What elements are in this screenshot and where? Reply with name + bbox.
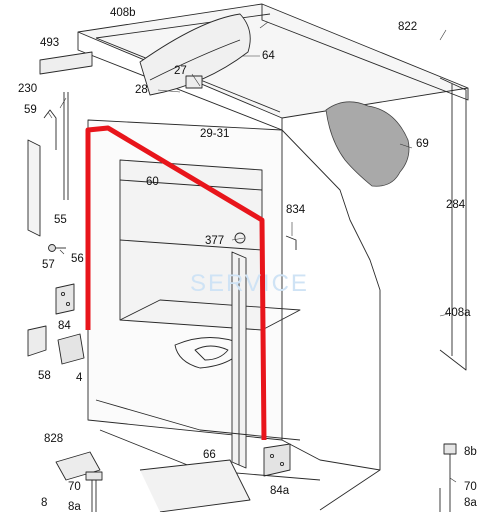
part-label-284: 284 (446, 199, 466, 211)
part-label-84a: 84a (270, 485, 290, 497)
part-label-493: 493 (40, 37, 60, 49)
part-label-64: 64 (262, 50, 275, 62)
feet (85, 443, 457, 512)
part-label-29-31: 29-31 (200, 128, 230, 140)
part-label-70-right: 70 (464, 481, 477, 493)
screw-part (48, 244, 66, 252)
grommet (234, 232, 246, 244)
part-label-69: 69 (416, 138, 429, 150)
part-label-58: 58 (38, 370, 51, 382)
hinge-right (263, 443, 291, 477)
part-label-57: 57 (42, 259, 55, 271)
part-label-27: 27 (174, 65, 187, 77)
part-label-60: 60 (146, 176, 159, 188)
part-label-4: 4 (76, 372, 83, 384)
part-label-828: 828 (44, 433, 64, 445)
door-gasket-highlight (85, 125, 267, 441)
left-rails (27, 51, 93, 237)
part-label-377: 377 (205, 235, 225, 247)
part-label-28: 28 (135, 84, 148, 96)
part-label-408b: 408b (110, 7, 136, 19)
part-label-8a-left: 8a (68, 501, 81, 513)
part-label-55: 55 (54, 214, 67, 226)
part-label-66: 66 (203, 449, 216, 461)
part-label-8a-right: 8a (464, 497, 477, 509)
part-label-59: 59 (24, 104, 37, 116)
side-panel (231, 251, 247, 469)
base-plate (55, 399, 321, 512)
corner-bracket (285, 235, 297, 250)
hinge-left (27, 283, 85, 365)
part-label-8: 8 (41, 497, 48, 509)
part-label-230: 230 (18, 83, 38, 95)
part-label-822: 822 (398, 21, 418, 33)
back-panel (439, 77, 467, 371)
part-label-84: 84 (58, 320, 71, 332)
service-watermark: SERVICE (190, 270, 309, 297)
part-label-408a: 408a (445, 307, 471, 319)
part-label-56: 56 (71, 253, 84, 265)
part-label-834: 834 (286, 204, 306, 216)
part-label-8b: 8b (464, 446, 477, 458)
leader-lines (47, 21, 457, 483)
part-label-70-left: 70 (68, 481, 81, 493)
insulation-pad (325, 101, 410, 187)
clip-part (185, 75, 203, 89)
